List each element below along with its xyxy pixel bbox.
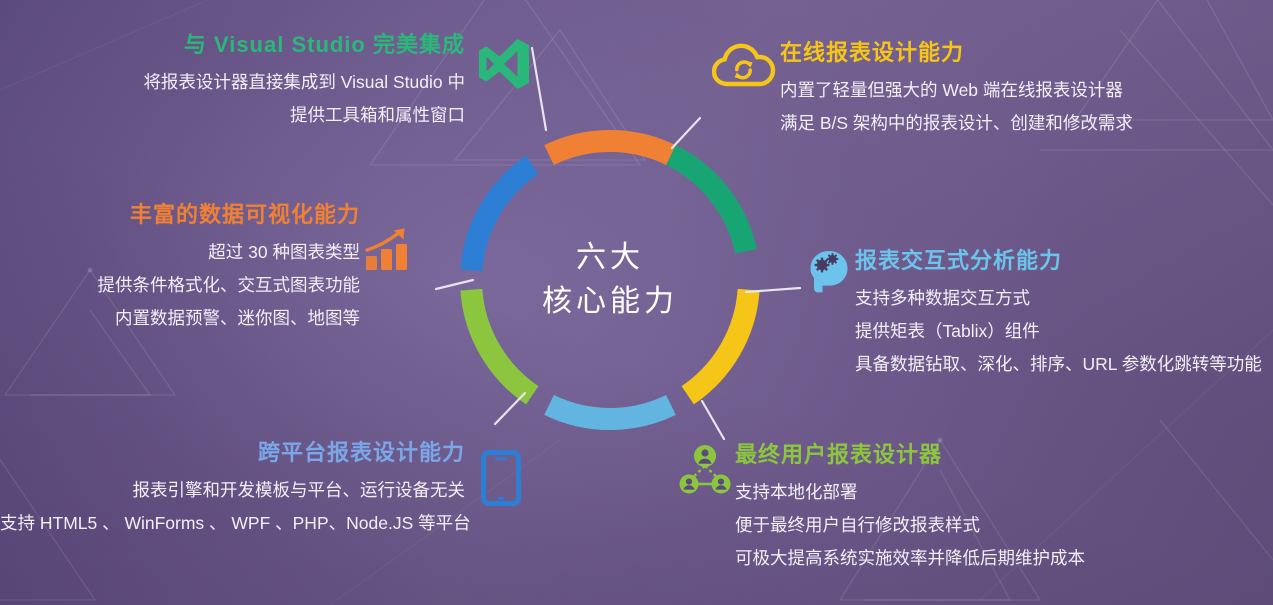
block-line: 内置了轻量但强大的 Web 端在线报表设计器 bbox=[780, 80, 1123, 100]
block-line: 便于最终用户自行修改报表样式 bbox=[735, 515, 980, 535]
block-line: 将报表设计器直接集成到 Visual Studio 中 bbox=[143, 72, 465, 92]
capability-donut-chart bbox=[460, 130, 760, 430]
block-line: 具备数据钻取、深化、排序、URL 参数化跳转等功能 bbox=[855, 354, 1262, 374]
block-lines-cross-platform: 报表引擎和开发模板与平台、运行设备无关 支持 HTML5 、 WinForms … bbox=[0, 474, 471, 540]
donut-segment bbox=[665, 145, 757, 254]
block-title-visual-studio: 与 Visual Studio 完美集成 bbox=[183, 32, 465, 57]
block-title-interactive-analysis: 报表交互式分析能力 bbox=[855, 248, 1063, 273]
block-visualization: 丰富的数据可视化能力 超过 30 种图表类型 提供条件格式化、交互式图表功能 内… bbox=[20, 200, 361, 335]
block-end-user-designer: 最终用户报表设计器 支持本地化部署 便于最终用户自行修改报表样式 可极大提高系统… bbox=[735, 440, 1185, 575]
block-line: 可极大提高系统实施效率并降低后期维护成本 bbox=[735, 548, 1085, 568]
block-lines-visual-studio: 将报表设计器直接集成到 Visual Studio 中 提供工具箱和属性窗口 bbox=[95, 66, 465, 132]
block-lines-end-user-designer: 支持本地化部署 便于最终用户自行修改报表样式 可极大提高系统实施效率并降低后期维… bbox=[735, 476, 1185, 575]
donut-center-label: 六大 核心能力 bbox=[430, 100, 790, 460]
block-line: 满足 B/S 架构中的报表设计、创建和修改需求 bbox=[780, 113, 1133, 133]
block-line: 超过 30 种图表类型 bbox=[208, 242, 360, 262]
block-title-end-user-designer: 最终用户报表设计器 bbox=[735, 442, 943, 467]
block-lines-visualization: 超过 30 种图表类型 提供条件格式化、交互式图表功能 内置数据预警、迷你图、地… bbox=[20, 236, 361, 335]
block-line: 支持多种数据交互方式 bbox=[855, 288, 1030, 308]
block-line: 支持本地化部署 bbox=[735, 482, 858, 502]
block-line: 提供条件格式化、交互式图表功能 bbox=[97, 275, 361, 295]
center-title-line2: 核心能力 bbox=[542, 285, 678, 318]
donut-segment bbox=[460, 155, 539, 272]
block-lines-online-designer: 内置了轻量但强大的 Web 端在线报表设计器 满足 B/S 架构中的报表设计、创… bbox=[780, 74, 1260, 140]
block-title-visualization: 丰富的数据可视化能力 bbox=[129, 202, 360, 227]
brain-gears-icon bbox=[810, 251, 848, 293]
block-line: 内置数据预警、迷你图、地图等 bbox=[115, 308, 360, 328]
block-line: 提供工具箱和属性窗口 bbox=[290, 105, 465, 125]
center-title-line1: 六大 bbox=[576, 241, 644, 274]
block-line: 提供矩表（Tablix）组件 bbox=[855, 321, 1040, 341]
block-cross-platform: 跨平台报表设计能力 报表引擎和开发模板与平台、运行设备无关 支持 HTML5 、… bbox=[0, 438, 471, 540]
donut-segment bbox=[460, 288, 539, 405]
mobile-device-icon bbox=[481, 450, 521, 506]
bar-chart-growth-icon bbox=[365, 228, 407, 270]
block-online-designer: 在线报表设计能力 内置了轻量但强大的 Web 端在线报表设计器 满足 B/S 架… bbox=[780, 38, 1260, 140]
block-line: 支持 HTML5 、 WinForms 、 WPF 、PHP、Node.JS 等… bbox=[0, 513, 471, 533]
visual-studio-icon bbox=[479, 39, 529, 89]
cloud-sync-icon bbox=[712, 43, 776, 87]
block-line: 报表引擎和开发模板与平台、运行设备无关 bbox=[132, 480, 466, 500]
user-network-icon bbox=[679, 445, 731, 494]
block-visual-studio: 与 Visual Studio 完美集成 将报表设计器直接集成到 Visual … bbox=[95, 30, 465, 132]
block-title-cross-platform: 跨平台报表设计能力 bbox=[257, 440, 465, 465]
donut-segment bbox=[681, 288, 760, 405]
donut-segment bbox=[544, 130, 676, 166]
block-title-online-designer: 在线报表设计能力 bbox=[780, 40, 965, 65]
donut-segment bbox=[544, 394, 676, 430]
block-lines-interactive-analysis: 支持多种数据交互方式 提供矩表（Tablix）组件 具备数据钻取、深化、排序、U… bbox=[855, 282, 1273, 381]
block-interactive-analysis: 报表交互式分析能力 支持多种数据交互方式 提供矩表（Tablix）组件 具备数据… bbox=[855, 246, 1273, 381]
